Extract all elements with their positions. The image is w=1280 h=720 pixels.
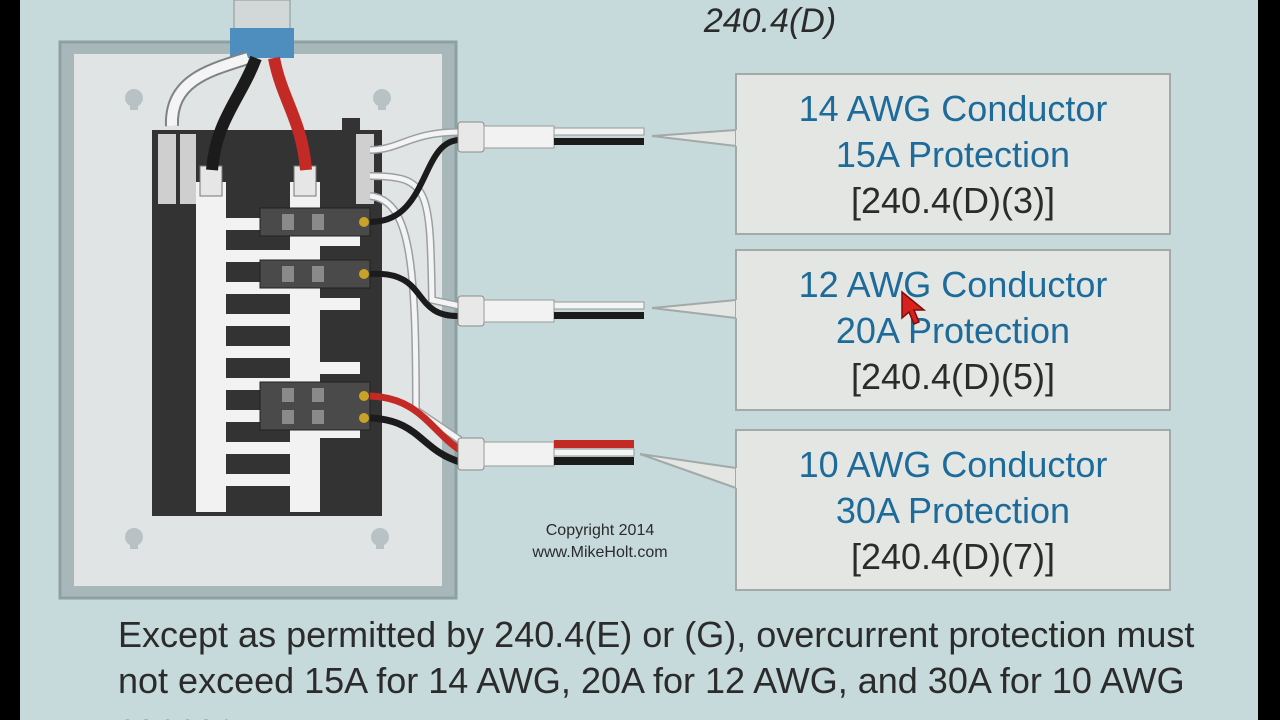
copyright-notice: Copyright 2014 www.MikeHolt.com [500,520,700,564]
code-reference-title: 240.4(D) [703,2,837,40]
neutral-bar [158,134,176,204]
callout-12awg: 12 AWG Conductor 20A Protection [240.4(D… [736,250,1170,410]
callout-box-1 [651,73,1171,235]
protection-label: 15A Protection [835,134,1071,175]
conductor-label: 10 AWG Conductor [798,444,1108,485]
callout-box-2 [651,249,1171,411]
callout-10awg: 10 AWG Conductor 30A Protection [240.4(D… [736,430,1170,590]
protection-label: 20A Protection [835,310,1071,351]
service-red-conductor [268,56,312,171]
panelboard-diagram [58,0,1171,600]
copyright-year: Copyright 2014 [545,522,655,539]
slide: 240.4(D) [20,0,1258,720]
bus-bar-a [196,182,226,512]
conductor-label: 12 AWG Conductor [798,264,1108,305]
code-section: [240.4(D)(7)] [850,536,1056,577]
slide-caption: Except as permitted by 240.4(E) or (G), … [118,614,1195,720]
callout-14awg: 14 AWG Conductor 15A Protection [240.4(D… [736,74,1170,234]
breaker-20a [259,259,371,289]
cable-14awg [457,121,645,153]
cable-10awg [457,437,635,471]
protection-label: 30A Protection [835,490,1071,531]
code-section: [240.4(D)(3)] [850,180,1056,221]
mouse-cursor-icon [901,290,927,325]
bus-bar-b [290,182,320,512]
copyright-url: www.MikeHolt.com [532,544,668,561]
breaker-15a [259,207,371,237]
conductor-label: 14 AWG Conductor [798,88,1108,129]
cable-12awg [457,295,645,327]
breaker-30a-2pole [259,381,371,431]
code-section: [240.4(D)(5)] [850,356,1056,397]
mounting-holes [125,89,391,549]
callout-box-3 [639,429,1171,591]
service-black-conductor [206,55,262,171]
bus-fingers [226,218,360,486]
branch-circuit-wiring [369,128,463,466]
